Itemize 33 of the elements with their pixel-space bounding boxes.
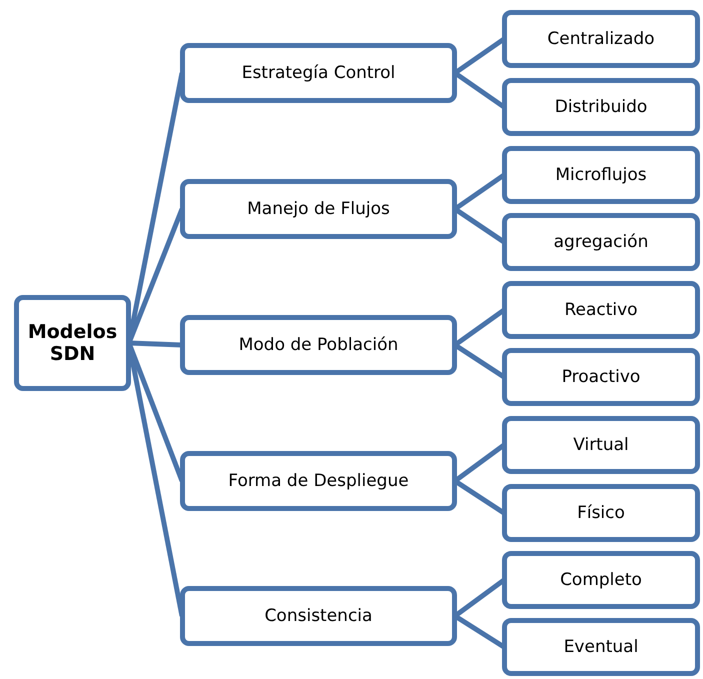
category-box	[502, 348, 700, 406]
category-box	[502, 618, 700, 676]
node-label: Proactivo	[562, 367, 640, 387]
node-label: Distribuido	[554, 97, 648, 117]
node-label: Centralizado	[547, 29, 655, 49]
node-label: Consistencia	[264, 606, 372, 626]
node-label: Completo	[560, 570, 642, 590]
node-label: Manejo de Flujos	[247, 199, 390, 219]
category-box	[502, 281, 700, 339]
category-box	[502, 78, 700, 136]
node-label: agregación	[554, 232, 648, 252]
node-label: Reactivo	[564, 300, 638, 320]
category-box	[180, 451, 457, 511]
category-box	[180, 179, 457, 239]
category-box	[180, 43, 457, 103]
category-box	[180, 586, 457, 646]
category-box	[502, 551, 700, 609]
node-label: Forma de Despliegue	[228, 471, 409, 491]
node-label: Estrategía Control	[242, 63, 396, 83]
category-box	[502, 146, 700, 204]
category-box	[502, 10, 700, 68]
category-box	[502, 213, 700, 271]
node-label: Virtual	[573, 435, 629, 455]
category-box	[502, 484, 700, 542]
node-label: Físico	[577, 503, 625, 523]
node-label: Modo de Población	[238, 335, 398, 355]
category-box	[180, 315, 457, 375]
root-box	[14, 295, 131, 391]
connector-line	[128, 340, 182, 348]
node-label: Microflujos	[555, 165, 647, 185]
node-label: Eventual	[564, 637, 638, 657]
node-label: Modelos SDN	[26, 321, 118, 365]
category-box	[502, 416, 700, 474]
